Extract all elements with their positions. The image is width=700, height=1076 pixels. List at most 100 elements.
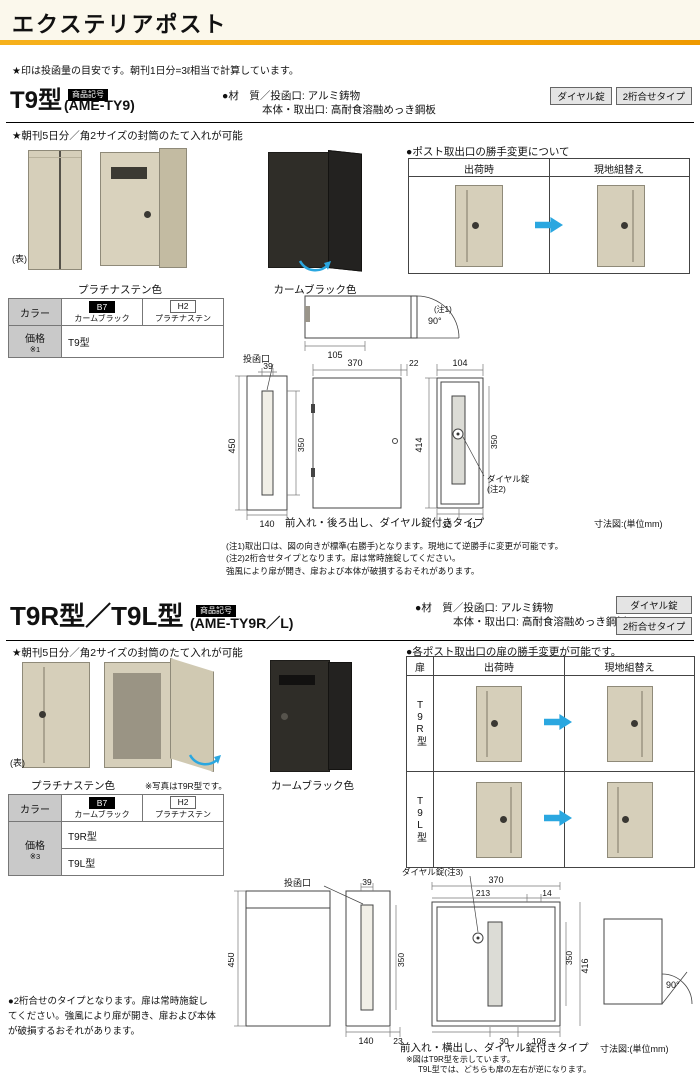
s1-black-label: カームブラック色 bbox=[273, 284, 357, 296]
t9r-drawing-shapes bbox=[245, 875, 693, 1027]
dim-140-2: 140 bbox=[358, 1036, 373, 1046]
s1-color-header: カラー bbox=[8, 298, 62, 326]
t9-black-body bbox=[268, 152, 330, 268]
s2-model-title: T9R型／T9L型 bbox=[10, 601, 184, 631]
dim-105: 105 bbox=[327, 350, 342, 360]
t9-drawing-dimlines bbox=[235, 341, 490, 520]
s1-price-table: カラー B7 カームブラック H2 プラチナステン 価格 ※1 T9型 bbox=[8, 298, 224, 358]
dim-370: 370 bbox=[347, 358, 362, 368]
s2-color-h2-cell: H2 プラチナステン bbox=[142, 794, 224, 822]
s1-handing-col-field: 現地組替え bbox=[594, 165, 644, 176]
title-band bbox=[0, 0, 700, 40]
dim-39: 39 bbox=[263, 361, 273, 371]
s2-tag-two-digit: 2桁合せタイプ bbox=[616, 617, 692, 635]
s2-fig-note-2: T9L型では、どちらも扉の左右が逆になります。 bbox=[418, 1065, 591, 1074]
s1-handing-title: ●ポスト取出口の勝手変更について bbox=[406, 146, 570, 158]
t9r-drawing-labels: 投函口 39 450 350 140 23 370 213 14 30 106 … bbox=[228, 875, 680, 1046]
s2-handing-col-field: 現地組替え bbox=[564, 656, 695, 676]
s2-h2-name: プラチナステン bbox=[155, 810, 211, 819]
s1-h2-chip: H2 bbox=[169, 300, 197, 313]
s1-price-row-t9: T9型 bbox=[61, 325, 224, 358]
s2-t9r-ship-cell bbox=[433, 675, 565, 772]
dim-39-2: 39 bbox=[362, 877, 372, 887]
s2-handing-door-header: 扉 bbox=[406, 656, 434, 676]
dim-416: 416 bbox=[580, 958, 590, 973]
dim-14: 14 bbox=[542, 888, 552, 898]
s1-color-h2-cell: H2 プラチナステン bbox=[142, 298, 224, 326]
t9r-black-side bbox=[328, 662, 352, 770]
s1-handing-post-field bbox=[597, 185, 645, 267]
s2-h2-chip: H2 bbox=[169, 796, 197, 809]
dim-140: 140 bbox=[259, 519, 274, 529]
dim-350-right: 350 bbox=[489, 435, 499, 449]
s2-feature-note: ★朝刊5日分／角2サイズの封筒のたて入れが可能 bbox=[12, 647, 243, 659]
t9-drawing-shapes bbox=[246, 295, 485, 511]
rotate-arrow-icon-2 bbox=[188, 754, 221, 766]
s2-material-line2: 本体・取出口: 高耐食溶融めっき鋼板 bbox=[453, 616, 627, 628]
dim-450: 450 bbox=[227, 438, 237, 453]
s1-handing-post-ship bbox=[455, 185, 503, 267]
s2-unit-note: 寸法図:(単位mm) bbox=[600, 1044, 669, 1054]
dim-23: 23 bbox=[393, 1036, 403, 1046]
s2-black-label: カームブラック色 bbox=[270, 780, 355, 792]
s1-price-table-wrap: カラー B7 カームブラック H2 プラチナステン 価格 ※1 T9型 bbox=[8, 298, 224, 358]
s1-model-title: T9型 bbox=[10, 87, 63, 114]
dim-note1-ref: (注1) bbox=[434, 304, 452, 314]
s2-t9l-ship-post bbox=[476, 781, 522, 858]
s2-code-tag-wrap: 商品記号 bbox=[196, 600, 236, 618]
s2-price-header: 価格 ※3 bbox=[8, 821, 62, 876]
s1-b7-name: カームブラック bbox=[74, 313, 130, 323]
dim-350-slot-2: 350 bbox=[396, 953, 406, 967]
s2-color-header: カラー bbox=[8, 794, 62, 822]
dim-350-front: 350 bbox=[296, 438, 306, 452]
s2-t9r-field-cell bbox=[564, 675, 695, 772]
t9r-dimension-drawing: 投函口 39 450 350 140 23 370 213 14 30 106 … bbox=[228, 875, 693, 1046]
dim-104: 104 bbox=[452, 358, 467, 368]
s1-feature-note: ★朝刊5日分／角2サイズの封筒のたて入れが可能 bbox=[12, 130, 243, 142]
s1-platinum-label: プラチナステン色 bbox=[78, 284, 162, 296]
dim-106: 106 bbox=[532, 1036, 546, 1046]
s2-handing-row-t9r: T9R型 bbox=[406, 675, 434, 772]
s1-code: (AME-TY9) bbox=[64, 97, 135, 113]
s1-material-line2: 本体・取出口: 高耐食溶融めっき鋼板 bbox=[262, 104, 436, 116]
dim-450-2: 450 bbox=[228, 952, 236, 967]
s2-front-view-label: (表) bbox=[10, 758, 25, 768]
s2-dial-lock-label: ダイヤル錠(注3) bbox=[402, 867, 464, 877]
t9-front-groove bbox=[59, 151, 61, 269]
t9r-open-photo bbox=[104, 658, 222, 772]
dim-30-2: 30 bbox=[499, 1036, 509, 1046]
s2-drawing-caption: 前入れ・横出し、ダイヤル錠付きタイプ bbox=[400, 1042, 589, 1054]
page-title: エクステリアポスト bbox=[12, 12, 228, 37]
s1-header-rule bbox=[6, 122, 694, 123]
t9-angled-dial bbox=[144, 211, 151, 218]
s2-tags: ダイヤル錠 2桁合せタイプ bbox=[616, 596, 692, 635]
s2-handing-col-ship: 出荷時 bbox=[433, 656, 565, 676]
t9-black-photo bbox=[268, 150, 364, 272]
s2-price-ref: ※3 bbox=[29, 851, 41, 861]
s2-material-line1: ●材 質／投函口: アルミ鋳物 bbox=[415, 602, 554, 614]
dim-370-2: 370 bbox=[488, 875, 503, 885]
s1-code-tag-wrap: 商品記号 bbox=[68, 84, 108, 102]
s1-drawing-caption: 前入れ・後ろ出し、ダイヤル錠付きタイプ bbox=[285, 517, 485, 529]
s1-footnotes: (注1)取出口は、図の向きが標準(右勝手)となります。現地にて逆勝手に変更が可能… bbox=[226, 540, 563, 577]
s2-code: (AME-TY9R／L) bbox=[190, 615, 294, 631]
s1-footnote-2: (注2)2桁合せタイプとなります。扉は常時施錠してください。 bbox=[226, 553, 461, 564]
s2-photo-note: ※写真はT9R型です。 bbox=[145, 781, 227, 791]
dial-lock-label: ダイヤル錠 bbox=[487, 474, 530, 484]
s1-handing-divider bbox=[549, 159, 550, 273]
t9-angled-photo bbox=[100, 148, 187, 268]
s2-price-label: 価格 bbox=[25, 840, 45, 852]
s2-price-table-wrap: カラー B7 カームブラック H2 プラチナステン 価格 ※3 T9R型 T9L… bbox=[8, 794, 224, 876]
t9r-front-photo bbox=[22, 662, 90, 768]
s1-code-tag: 商品記号 bbox=[68, 89, 108, 101]
t9r-drawing-dimlines bbox=[234, 882, 581, 1037]
s1-price-label: 価格 bbox=[25, 333, 45, 345]
s2-t9l-ship-cell bbox=[433, 771, 565, 868]
t9r-open-body bbox=[104, 662, 172, 768]
s1-material-line1: ●材 質／投函口: アルミ鋳物 bbox=[222, 90, 361, 102]
s1-tag-two-digit: 2桁合せタイプ bbox=[615, 87, 692, 105]
s2-t9l-field-cell bbox=[564, 771, 695, 868]
dim-angle-90-2: 90° bbox=[666, 980, 680, 990]
dim-30: 30 bbox=[442, 520, 452, 530]
